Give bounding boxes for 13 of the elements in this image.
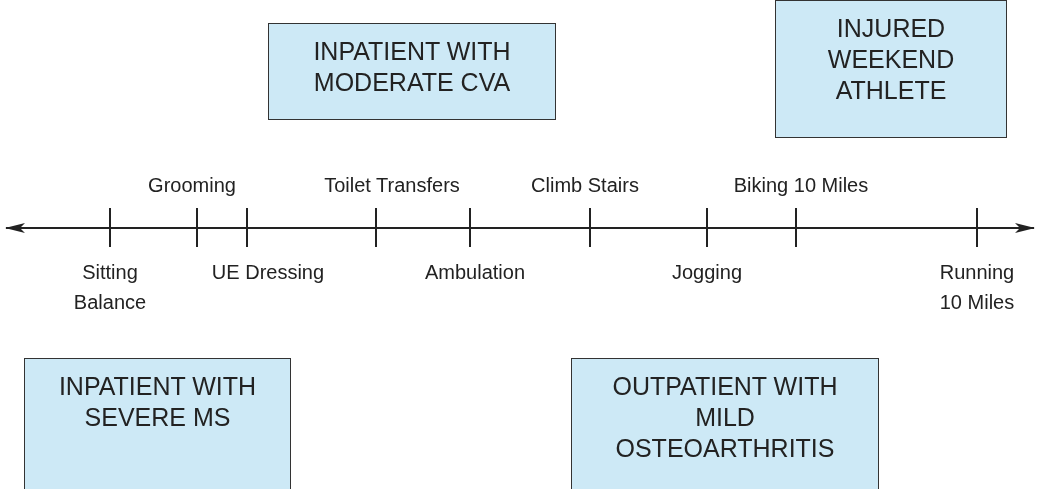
tick-label: Climb Stairs xyxy=(530,173,640,198)
tick-label: Ambulation xyxy=(423,260,527,285)
tick-label: Sitting Balance xyxy=(72,260,148,315)
patient-box: INPATIENT WITH MODERATE CVA xyxy=(268,23,556,120)
tick-label: Jogging xyxy=(670,260,744,285)
tick-label: Toilet Transfers xyxy=(323,173,461,198)
patient-box: INPATIENT WITH SEVERE MS xyxy=(24,358,291,489)
tick-label: UE Dressing xyxy=(210,260,326,285)
patient-box: INJURED WEEKEND ATHLETE xyxy=(775,0,1007,138)
tick-label: Grooming xyxy=(147,173,237,198)
tick-label: Biking 10 Miles xyxy=(732,173,870,198)
patient-box: OUTPATIENT WITH MILD OSTEOARTHRITIS xyxy=(571,358,879,489)
tick-label: Running 10 Miles xyxy=(938,260,1016,315)
